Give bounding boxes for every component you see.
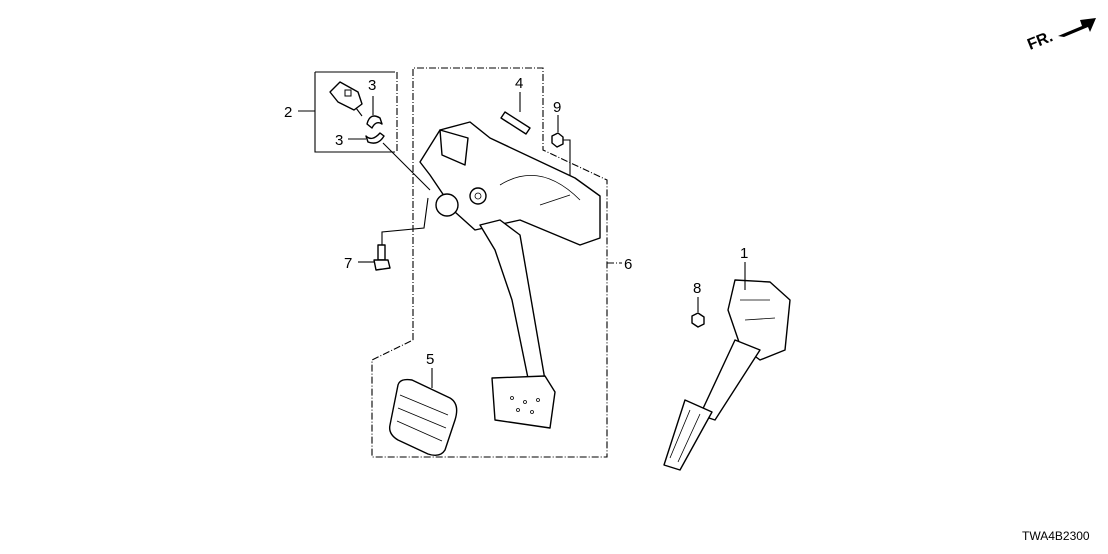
callout-3-upper: 3 (368, 77, 376, 94)
return-spring-part: 4 (500, 75, 531, 135)
accelerator-nut-part: 8 (691, 280, 705, 328)
bolt-part: 7 (344, 197, 429, 272)
callout-7: 7 (344, 255, 352, 272)
front-label: FR. (1025, 28, 1055, 53)
callout-4: 4 (515, 75, 523, 92)
front-direction-indicator: FR. (1025, 18, 1096, 54)
brake-pedal-assembly-group: 6 (371, 67, 632, 458)
cushion-part (366, 115, 383, 129)
switch-kit-group: 2 3 3 (284, 71, 431, 191)
callout-9: 9 (553, 99, 561, 116)
diagram-code: TWA4B2300 (1022, 529, 1090, 543)
pedal-pad-part: 5 (388, 351, 458, 457)
front-arrow-icon (1058, 18, 1096, 37)
callout-6: 6 (624, 256, 632, 273)
callout-8: 8 (693, 280, 701, 297)
callout-5: 5 (426, 351, 434, 368)
callout-1: 1 (740, 245, 748, 262)
brake-pedal-part (419, 121, 601, 429)
callout-3-lower: 3 (335, 132, 343, 149)
callout-2: 2 (284, 104, 292, 121)
accelerator-pedal-part: 1 (663, 245, 791, 471)
